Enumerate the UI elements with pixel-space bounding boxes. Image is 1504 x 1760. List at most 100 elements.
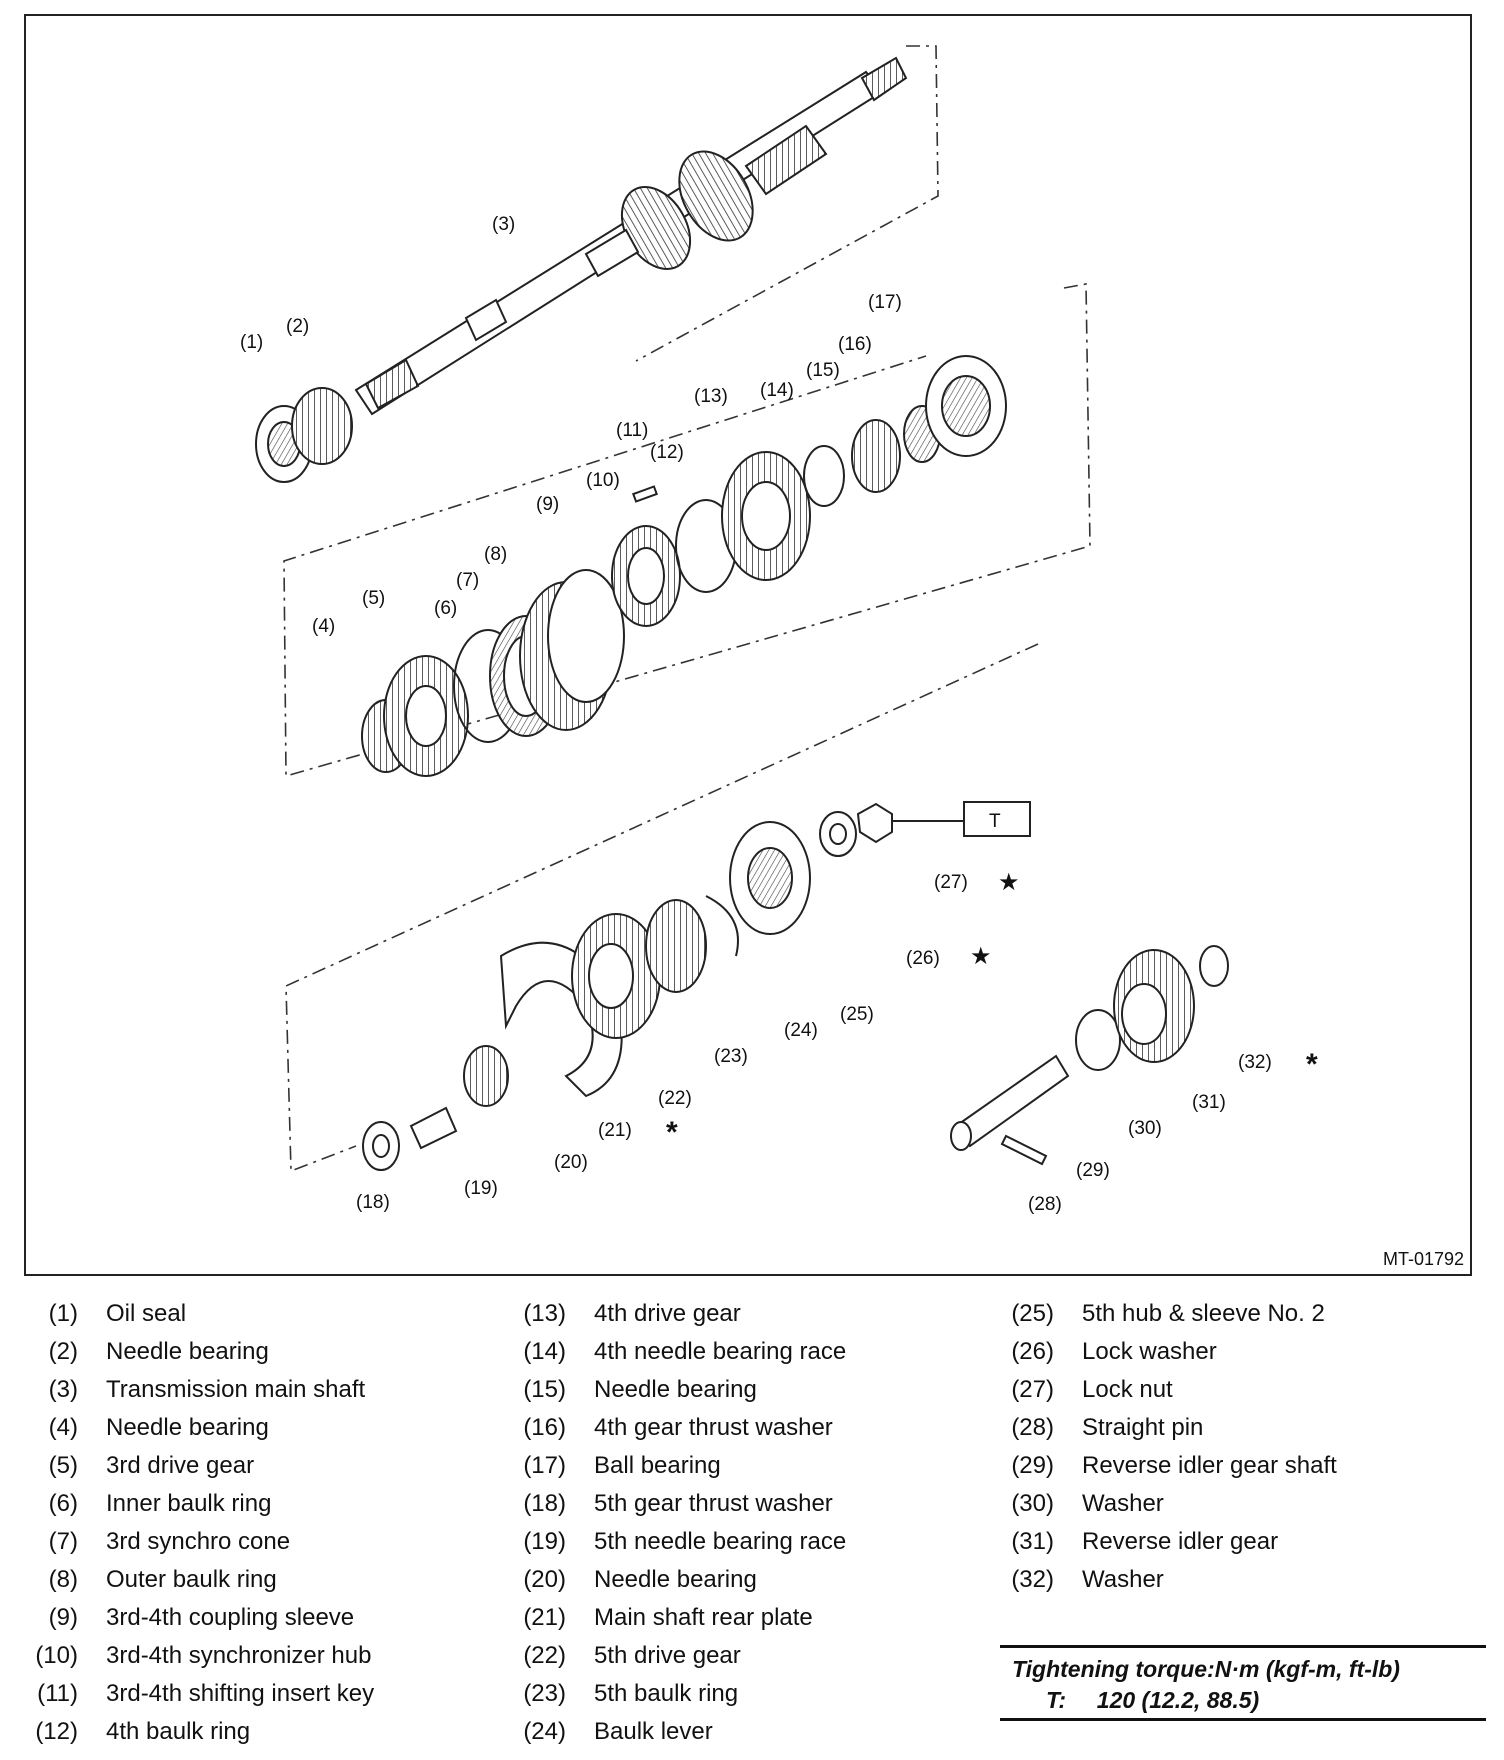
callout-1: (1): [240, 332, 263, 353]
legend-number: (14): [523, 1338, 566, 1365]
figure-id: MT-01792: [1382, 1249, 1464, 1269]
legend-label: Washer: [1082, 1490, 1164, 1517]
callout-13: (13): [694, 386, 728, 407]
callout-21: (21): [598, 1120, 632, 1141]
legend-label: Baulk lever: [594, 1718, 713, 1745]
legend-number: (2): [48, 1338, 78, 1365]
torque-spec-box: Tightening torque:N·m (kgf-m, ft-lb) T: …: [1000, 1645, 1486, 1721]
legend-number: (5): [48, 1452, 78, 1479]
star-mark-icon: ★: [998, 869, 1020, 896]
callout-16: (16): [838, 334, 872, 355]
torque-box-label: T: [989, 811, 1001, 832]
legend-label: Needle bearing: [106, 1338, 269, 1365]
legend-label: 5th gear thrust washer: [594, 1490, 833, 1517]
callout-14: (14): [760, 380, 794, 401]
legend-number: (8): [48, 1566, 78, 1593]
legend-number: (21): [523, 1604, 566, 1631]
legend-number: (28): [1011, 1414, 1054, 1441]
fourth-gear-group-drawing: [611, 355, 1007, 627]
legend-number: (1): [48, 1300, 78, 1327]
legend-label: 3rd-4th coupling sleeve: [106, 1604, 355, 1631]
third-gear-group-drawing: [361, 569, 625, 777]
legend-label: Ball bearing: [594, 1452, 721, 1479]
legend-number: (17): [523, 1452, 566, 1479]
legend-number: (16): [523, 1414, 566, 1441]
callout-5: (5): [362, 588, 385, 609]
legend-number: (7): [48, 1528, 78, 1555]
legend-number: (11): [37, 1680, 78, 1707]
legend-number: (4): [48, 1414, 78, 1441]
legend-number: (10): [35, 1642, 78, 1669]
star-mark-icon: ★: [970, 943, 992, 970]
torque-bottom-rule: [1000, 1718, 1486, 1721]
legend-label: 5th baulk ring: [594, 1680, 739, 1707]
legend-number: (18): [523, 1490, 566, 1517]
legend-label: Transmission main shaft: [106, 1376, 366, 1403]
legend-number: (20): [523, 1566, 566, 1593]
legend-number: (19): [523, 1528, 566, 1555]
legend-number: (24): [523, 1718, 566, 1745]
legend-label: 5th needle bearing race: [594, 1528, 847, 1555]
torque-value: 120 (12.2, 88.5): [1096, 1687, 1260, 1713]
callout-4: (4): [312, 616, 335, 637]
legend-number: (9): [48, 1604, 78, 1631]
legend-label: Reverse idler gear: [1082, 1528, 1279, 1555]
callout-2: (2): [286, 316, 309, 337]
legend-number: (22): [523, 1642, 566, 1669]
torque-row: T: 120 (12.2, 88.5): [1000, 1683, 1486, 1718]
legend-number: (26): [1011, 1338, 1054, 1365]
legend-label: 4th gear thrust washer: [594, 1414, 833, 1441]
legend-label: Lock washer: [1082, 1338, 1217, 1365]
callout-32: (32): [1238, 1052, 1272, 1073]
callout-19: (19): [464, 1178, 498, 1199]
callout-30: (30): [1128, 1118, 1162, 1139]
dashed-assembly-lines: [283, 45, 1091, 1173]
callout-18: (18): [356, 1192, 390, 1213]
legend-label: Inner baulk ring: [106, 1490, 272, 1517]
legend-label: Needle bearing: [106, 1414, 269, 1441]
legend-number: (31): [1011, 1528, 1054, 1555]
callout-8: (8): [484, 544, 507, 565]
callout-27: (27): [934, 872, 968, 893]
legend-label: 4th baulk ring: [106, 1718, 251, 1745]
main-shaft-drawing: [354, 56, 908, 416]
callout-10: (10): [586, 470, 620, 491]
legend-label: Outer baulk ring: [106, 1566, 277, 1593]
callout-7: (7): [456, 570, 479, 591]
torque-top-rule: [1000, 1645, 1486, 1648]
legend-label: 4th needle bearing race: [594, 1338, 847, 1365]
legend-label: Lock nut: [1082, 1376, 1173, 1403]
legend-label: 3rd drive gear: [106, 1452, 255, 1479]
legend-number: (3): [48, 1376, 78, 1403]
legend-label: 5th hub & sleeve No. 2: [1082, 1300, 1325, 1327]
legend-label: Needle bearing: [594, 1376, 757, 1403]
legend-number: (32): [1011, 1566, 1054, 1593]
legend-number: (6): [48, 1490, 78, 1517]
legend-label: 3rd-4th synchronizer hub: [106, 1642, 372, 1669]
oil-seal-drawing: [255, 387, 353, 483]
legend-number: (23): [523, 1680, 566, 1707]
callout-12: (12): [650, 442, 684, 463]
callout-6: (6): [434, 598, 457, 619]
legend-number: (12): [35, 1718, 78, 1745]
legend-label: Main shaft rear plate: [594, 1604, 813, 1631]
callout-labels: (1) (2) (3) (4) (5) (6) (7) (8) (9) (10)…: [240, 214, 1272, 1215]
legend-label: Needle bearing: [594, 1566, 757, 1593]
legend-number: (13): [523, 1300, 566, 1327]
legend-label: Washer: [1082, 1566, 1164, 1593]
callout-29: (29): [1076, 1160, 1110, 1181]
exploded-view-diagram: (1) (2) (3) (4) (5) (6) (7) (8) (9) (10)…: [24, 14, 1472, 1276]
callout-3: (3): [492, 214, 515, 235]
legend-number: (27): [1011, 1376, 1054, 1403]
callout-25: (25): [840, 1004, 874, 1025]
diagram-drawing: (1) (2) (3) (4) (5) (6) (7) (8) (9) (10)…: [240, 45, 1318, 1215]
legend-label: 3rd synchro cone: [106, 1528, 291, 1555]
legend-label: Reverse idler gear shaft: [1082, 1452, 1337, 1479]
legend-label: Oil seal: [106, 1300, 187, 1327]
legend-label: Straight pin: [1082, 1414, 1204, 1441]
callout-28: (28): [1028, 1194, 1062, 1215]
callout-11: (11): [616, 420, 648, 441]
torque-title: Tightening torque:N·m (kgf-m, ft-lb): [1012, 1656, 1400, 1682]
callout-24: (24): [784, 1020, 818, 1041]
legend-number: (15): [523, 1376, 566, 1403]
